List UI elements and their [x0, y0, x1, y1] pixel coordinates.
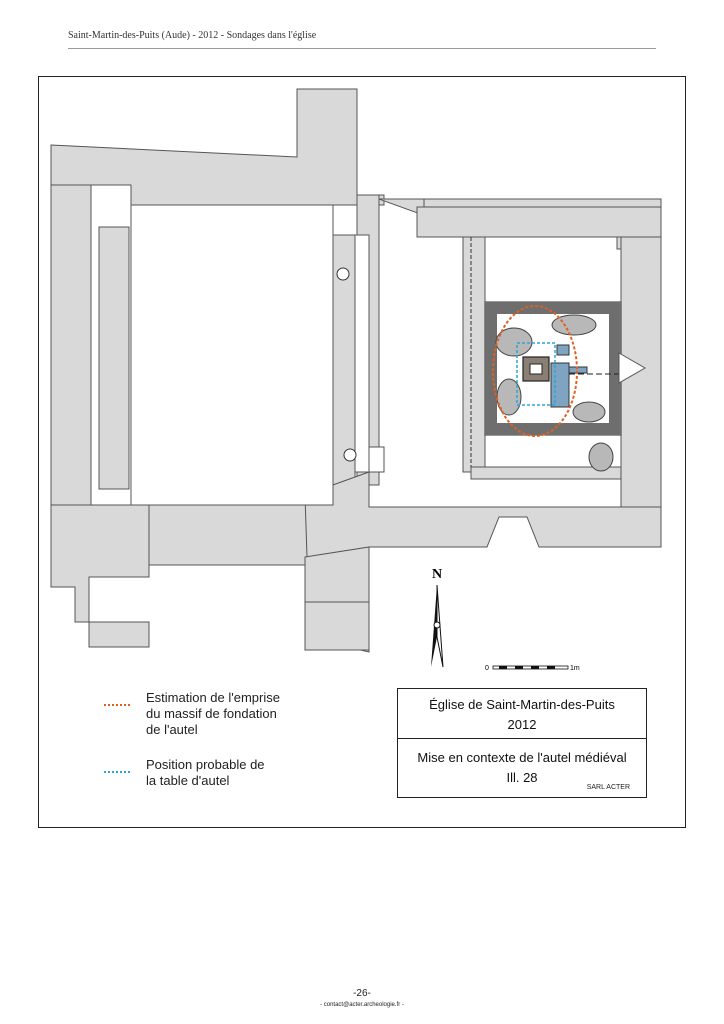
title-cartouche: Église de Saint-Martin-des-Puits 2012 Mi… [397, 688, 647, 798]
foundation-estimate-outline [492, 305, 578, 437]
title-bottom: Mise en contexte de l'autel médiéval Ill… [398, 739, 646, 797]
legend-blue-swatch [104, 771, 130, 773]
wall-nave-inner-west [98, 226, 130, 490]
legend-foundation: Estimation de l'emprise du massif de fon… [104, 690, 280, 738]
nave-interior [130, 204, 334, 506]
wall-choir-mid [462, 236, 486, 473]
wall-south-porch [304, 601, 370, 651]
north-label: N [432, 567, 442, 582]
figure-title: Église de Saint-Martin-des-Puits [429, 697, 615, 712]
figure-year: 2012 [507, 717, 537, 732]
wall-west [50, 184, 92, 506]
scale-end: 1m [570, 665, 580, 672]
wall-choir-south [470, 466, 622, 480]
excavation-area [484, 301, 622, 472]
column-south [343, 448, 357, 462]
scale-start: 0 [485, 665, 489, 672]
header-text: Saint-Martin-des-Puits (Aude) - 2012 - S… [68, 30, 317, 41]
figure-caption: Mise en contexte de l'autel médiéval [417, 750, 627, 765]
wall-choir-north-band [416, 206, 662, 238]
legend-orange-swatch [104, 704, 130, 706]
passage-diagonal [368, 446, 385, 473]
wall-west-north [50, 88, 385, 206]
header-rule [68, 48, 656, 49]
figure-plate: Ill. 28 [506, 770, 538, 785]
wall-south-nave [148, 504, 310, 566]
page-contact: - contact@acter.archeologie.fr - [320, 1002, 404, 1008]
legend-altar-table: Position probable de la table d'autel [104, 757, 265, 789]
title-top: Église de Saint-Martin-des-Puits 2012 [398, 689, 646, 739]
east-opening [618, 352, 647, 384]
legend-foundation-text: Estimation de l'emprise du massif de fon… [146, 690, 280, 737]
north-arrow: N [431, 567, 444, 668]
figure-frame: N 0 1m Estimation de l'emprise du massif… [38, 76, 686, 828]
legend-altar-text: Position probable de la table d'autel [146, 757, 265, 788]
figure-credit: SARL ACTER [586, 784, 630, 791]
wall-nave-west-south [50, 504, 150, 648]
column-north [336, 267, 350, 281]
church-plan: N 0 1m [50, 88, 662, 672]
tower-passage [354, 234, 370, 473]
scale-bar: 0 1m [485, 665, 580, 672]
page-number: -26- [353, 988, 371, 999]
